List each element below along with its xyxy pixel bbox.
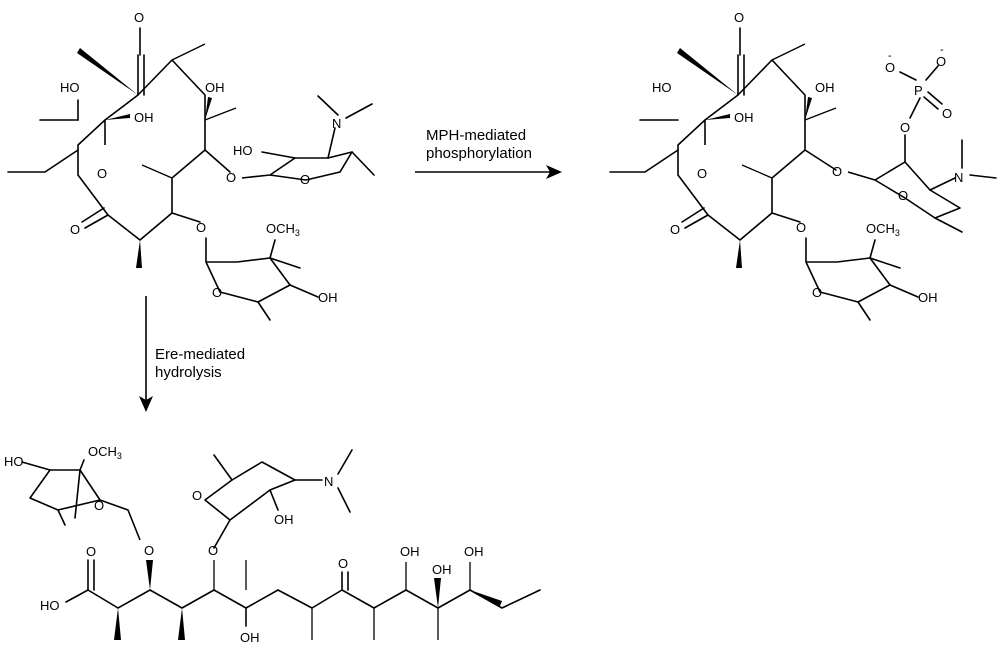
cladinose-link-oxygen-3: O: [144, 543, 154, 558]
chain-ketone-oxygen: O: [338, 556, 348, 571]
hydroxyl-2: OH: [134, 110, 154, 125]
desosamine-hydroxyl-3: OH: [274, 512, 294, 527]
desosamine-ring-oxygen-3: O: [192, 488, 202, 503]
dimethylamine-nitrogen-2: N: [954, 170, 963, 185]
phosphate-ester-oxygen: O: [900, 120, 910, 135]
methoxy-group-3: OCH3: [88, 444, 122, 461]
molecule-phosphorylated-product: O HO OH OH O O O O O O P O - O -: [609, 10, 997, 321]
phosphate-oxygen-2: O: [936, 54, 946, 69]
phosphate-oxygen-3: O: [942, 106, 952, 121]
methoxy-group: OCH3: [266, 221, 300, 238]
desosamine-link-oxygen-3: O: [208, 543, 218, 558]
molecule-hydrolysis-product: O HO OH O OH OH OH O O O HO OCH3: [4, 444, 541, 645]
arrow-phosphorylation: MPH-mediated phosphorylation: [415, 127, 562, 179]
desosamine-ring-oxygen: O: [300, 172, 310, 187]
methyl-hash: [171, 43, 206, 61]
phosphorylation-label-line2: phosphorylation: [426, 145, 532, 162]
phosphorus-atom: P: [914, 83, 923, 98]
lactone-oxygen-2: O: [670, 222, 680, 237]
hydrolysis-label-line1: Ere-mediated: [155, 346, 245, 363]
desosamine-link-oxygen-2: O: [832, 164, 842, 179]
cladinose-ring-oxygen-2: O: [812, 285, 822, 300]
hydrolysis-label-line2: hydrolysis: [155, 364, 222, 381]
desosamine-link-oxygen: O: [226, 170, 236, 185]
open-chain-backbone: [87, 589, 541, 609]
phosphate-oxygen-1: O: [885, 60, 895, 75]
charge-2: -: [940, 44, 944, 56]
methyl-wedge: [77, 48, 138, 95]
cladinose-hydroxyl-3: HO: [4, 454, 24, 469]
cladinose-ring-3: [29, 469, 141, 541]
charge-1: -: [888, 50, 892, 62]
cladinose-ring-oxygen: O: [212, 285, 222, 300]
chain-hydroxyl-1: OH: [400, 544, 420, 559]
ring-oxygen-2: O: [697, 166, 707, 181]
cladinose-link-oxygen: O: [196, 220, 206, 235]
ring-oxygen: O: [97, 166, 107, 181]
cladinose-link-oxygen-2: O: [796, 220, 806, 235]
ethyl-chain: [7, 149, 79, 173]
desosamine-ring-2: [847, 161, 961, 219]
molecule-macrolide-start: O HO OH OH O O O O O HO N: [7, 10, 375, 321]
acid-carbonyl-oxygen: O: [86, 544, 96, 559]
desosamine-hydroxyl: HO: [233, 143, 253, 158]
chain-hydroxyl-2: OH: [432, 562, 452, 577]
phosphorylation-label-line1: MPH-mediated: [426, 127, 526, 144]
hydroxyl-2-1: HO: [652, 80, 672, 95]
hydroxyl-3: OH: [205, 80, 225, 95]
dimethylamine-nitrogen: N: [332, 116, 341, 131]
hydroxyl-1: HO: [60, 80, 80, 95]
ketone-oxygen: O: [134, 10, 144, 25]
lactone-oxygen: O: [70, 222, 80, 237]
acid-hydroxyl: HO: [40, 598, 60, 613]
desosamine-ring: [241, 151, 353, 181]
methoxy-group-2: OCH3: [866, 221, 900, 238]
ketone-oxygen-2: O: [734, 10, 744, 25]
arrow-hydrolysis: Ere-mediated hydrolysis: [139, 296, 245, 412]
hydroxyl-2-3: OH: [815, 80, 835, 95]
cladinose-hydroxyl-2: OH: [918, 290, 938, 305]
dimethylamine-nitrogen-3: N: [324, 474, 333, 489]
tertiary-hydroxyl: OH: [240, 630, 260, 645]
desosamine-ring-oxygen-2: O: [898, 188, 908, 203]
hydroxyl-2-2: OH: [734, 110, 754, 125]
cladinose-hydroxyl: OH: [318, 290, 338, 305]
chain-hydroxyl-3: OH: [464, 544, 484, 559]
cladinose-ring-oxygen-3: O: [94, 498, 104, 513]
